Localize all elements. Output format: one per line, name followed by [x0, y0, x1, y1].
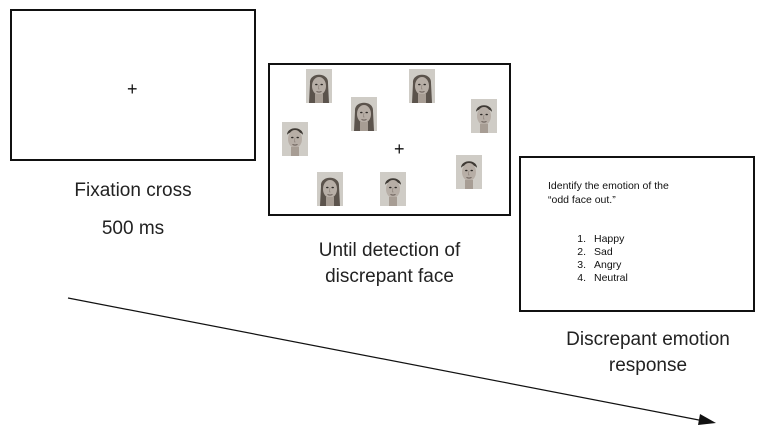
fixation-duration: 500 ms — [101, 218, 165, 239]
face-image — [317, 172, 343, 206]
option-number: 2. — [577, 246, 586, 258]
option-number: 4. — [577, 272, 586, 284]
response-panel — [519, 156, 755, 312]
response-instruction-line2: “odd face out.” — [548, 194, 616, 206]
option-label: Neutral — [594, 272, 628, 284]
face-image — [471, 99, 497, 133]
response-caption-line1: Discrepant emotion — [566, 329, 730, 350]
response-option: 3. Angry — [566, 259, 621, 272]
face-image — [380, 172, 406, 206]
option-number: 3. — [577, 259, 586, 271]
search-fixation-cross: + — [394, 139, 405, 159]
face-image — [306, 69, 332, 103]
search-caption-line2: discrepant face — [325, 266, 454, 287]
fixation-panel — [10, 9, 256, 161]
response-instruction-line1: Identify the emotion of the — [548, 180, 669, 192]
time-arrow-head — [698, 414, 716, 425]
face-image — [409, 69, 435, 103]
fixation-caption: Fixation cross — [74, 180, 192, 201]
fixation-cross: + — [127, 79, 138, 99]
response-caption-line2: response — [608, 355, 688, 376]
search-caption-line1: Until detection of — [318, 240, 461, 261]
response-option: 4. Neutral — [566, 272, 628, 285]
option-label: Happy — [594, 233, 625, 245]
face-image — [351, 97, 377, 131]
face-image — [282, 122, 308, 156]
option-label: Sad — [594, 246, 613, 258]
response-option: 2. Sad — [566, 246, 613, 259]
option-number: 1. — [577, 233, 586, 245]
face-image — [456, 155, 482, 189]
response-option: 1. Happy — [566, 233, 624, 246]
option-label: Angry — [594, 259, 622, 271]
time-arrow-line — [67, 297, 705, 422]
